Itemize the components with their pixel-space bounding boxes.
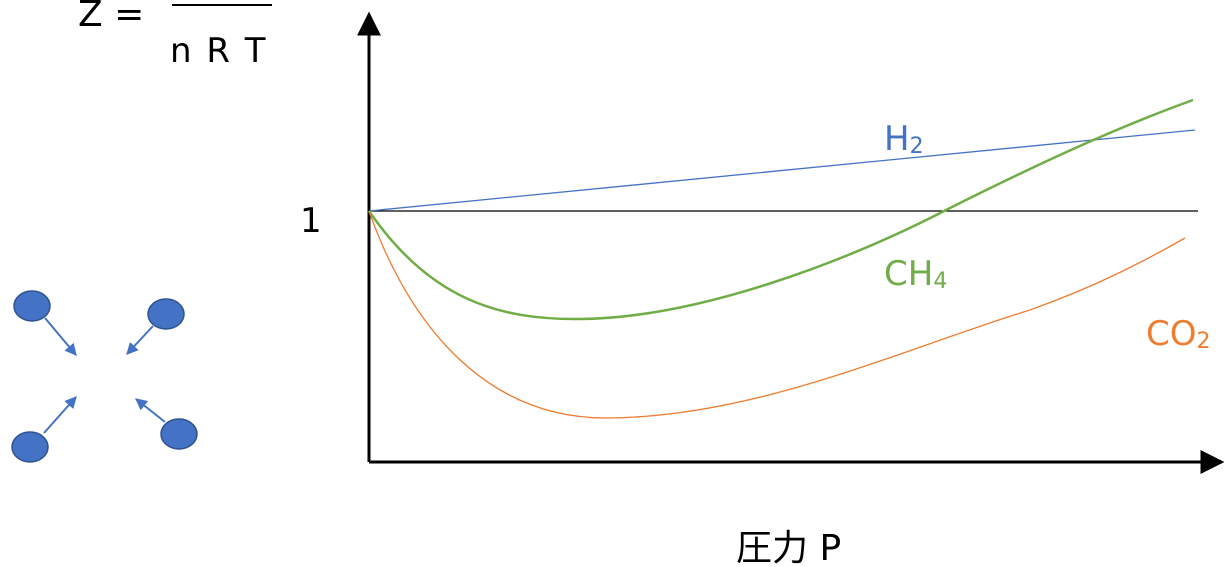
x-axis-label: 圧力 P xyxy=(736,528,841,567)
h2-curve xyxy=(368,129,1196,212)
h2-label-sub: 2 xyxy=(910,134,924,159)
ch4-curve xyxy=(367,98,1194,321)
h2-label: H2 xyxy=(884,119,924,159)
molecule-dot-icon xyxy=(13,290,51,322)
formula: Z = n R T xyxy=(78,0,272,71)
arrow-icon xyxy=(43,396,77,434)
molecule-dot-icon xyxy=(160,418,198,450)
molecule-illustration xyxy=(11,290,198,463)
co2-label-main: CO xyxy=(1146,314,1197,354)
ch4-label-sub: 4 xyxy=(933,269,947,294)
arrow-icon xyxy=(135,398,166,423)
formula-denominator: n R T xyxy=(170,31,268,71)
ch4-label-main: CH xyxy=(884,254,933,294)
co2-label-sub: 2 xyxy=(1197,329,1211,354)
h2-label-main: H xyxy=(884,119,910,159)
ch4-label: CH4 xyxy=(884,254,947,294)
co2-label: CO2 xyxy=(1146,314,1211,354)
molecule-dot-icon xyxy=(147,298,185,330)
arrow-icon xyxy=(126,325,154,355)
arrow-icon xyxy=(44,317,77,356)
molecule-dot-icon xyxy=(11,431,49,463)
reference-label: 1 xyxy=(300,201,322,241)
co2-curve xyxy=(368,210,1186,419)
formula-left: Z = xyxy=(78,0,144,35)
